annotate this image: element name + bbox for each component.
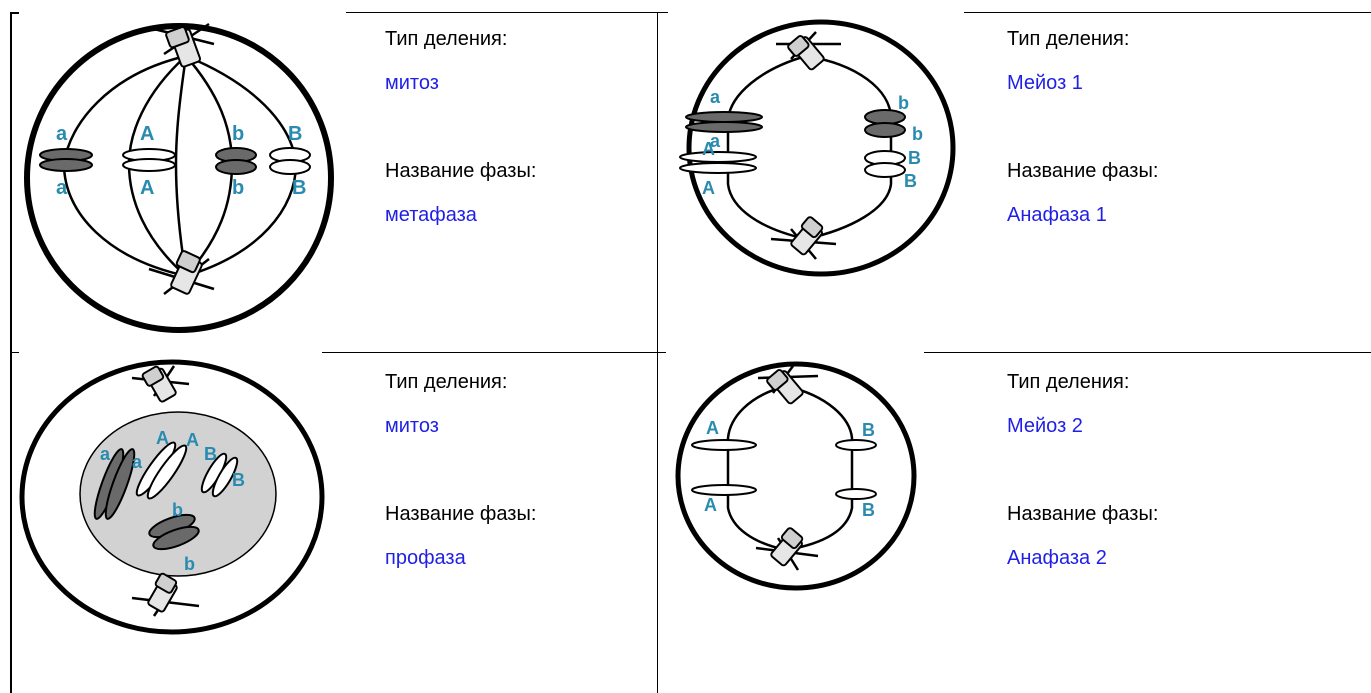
gene-label: A — [702, 178, 715, 198]
gene-label: a — [710, 131, 721, 151]
division-type-label: Тип деления: — [385, 28, 508, 50]
middle-left-tick-line — [10, 352, 19, 353]
gene-label: b — [912, 124, 923, 144]
centrosome-icon — [790, 216, 824, 256]
centrosome-icon — [141, 365, 177, 403]
gene-label: A — [704, 495, 717, 515]
gene-label: A — [706, 418, 719, 438]
division-type-label: Тип деления: — [385, 371, 508, 393]
gene-label: B — [232, 470, 245, 490]
cell-diagram-metaphase: a a A A b b B B — [24, 22, 334, 333]
top-line-right-of-cell-1 — [346, 12, 668, 13]
gene-label: A — [140, 177, 154, 199]
gene-label: b — [172, 500, 183, 520]
centrosome-icon — [787, 35, 825, 71]
phase-value: метафаза — [385, 204, 477, 226]
cell-diagram-prophase: a a A A B B b b — [19, 359, 325, 635]
centrosome-icon — [165, 26, 202, 68]
cell-membrane — [675, 361, 917, 591]
chromosome-icon — [39, 147, 311, 175]
gene-label: b — [184, 554, 195, 574]
middle-line-right-half — [924, 352, 1371, 353]
chromosome-icon — [93, 441, 239, 551]
gene-label: A — [186, 430, 199, 450]
centrosome-icon — [770, 527, 804, 567]
gene-label: B — [288, 123, 302, 145]
division-type-label: Тип деления: — [1007, 371, 1130, 393]
division-type-value: митоз — [385, 415, 439, 437]
cell-membrane — [686, 19, 956, 277]
centrosome-icon — [147, 572, 178, 613]
cell-membrane — [24, 23, 334, 333]
chromosome-icon — [679, 109, 906, 178]
gene-label: B — [908, 148, 921, 168]
phase-label: Название фазы: — [1007, 160, 1159, 182]
division-type-label: Тип деления: — [1007, 28, 1130, 50]
gene-label: b — [232, 177, 244, 199]
gene-label: B — [862, 500, 875, 520]
phase-value: профаза — [385, 547, 466, 569]
top-line-right-of-cell-2 — [964, 12, 1371, 13]
gene-label: a — [132, 452, 143, 472]
gene-label: B — [204, 444, 217, 464]
gene-label: B — [862, 420, 875, 440]
gene-label: A — [140, 123, 154, 145]
phase-label: Название фазы: — [1007, 503, 1159, 525]
gene-label: b — [898, 93, 909, 113]
division-type-value: Мейоз 1 — [1007, 72, 1083, 94]
division-type-value: Мейоз 2 — [1007, 415, 1083, 437]
gene-label: A — [702, 139, 715, 159]
cell-diagram-anaphase-2: A A B B — [675, 361, 917, 591]
division-type-value: митоз — [385, 72, 439, 94]
top-left-tick-line — [10, 12, 19, 14]
gene-label: B — [904, 171, 917, 191]
gene-label: A — [156, 428, 169, 448]
centrosome-icon — [766, 369, 804, 405]
centrosome-icon — [170, 250, 203, 295]
gene-label: a — [710, 87, 721, 107]
phase-label: Название фазы: — [385, 160, 537, 182]
gene-label: b — [232, 123, 244, 145]
phase-value: Анафаза 1 — [1007, 204, 1107, 226]
gene-label: a — [56, 177, 68, 199]
gene-label: a — [100, 444, 111, 464]
gene-label: B — [292, 177, 306, 199]
gene-label: a — [56, 123, 68, 145]
phase-value: Анафаза 2 — [1007, 547, 1107, 569]
phase-label: Название фазы: — [385, 503, 537, 525]
middle-line-left-half — [322, 352, 666, 353]
chromosome-icon — [691, 439, 877, 500]
cell-diagram-anaphase-1: a a A A b b B B — [679, 19, 956, 277]
